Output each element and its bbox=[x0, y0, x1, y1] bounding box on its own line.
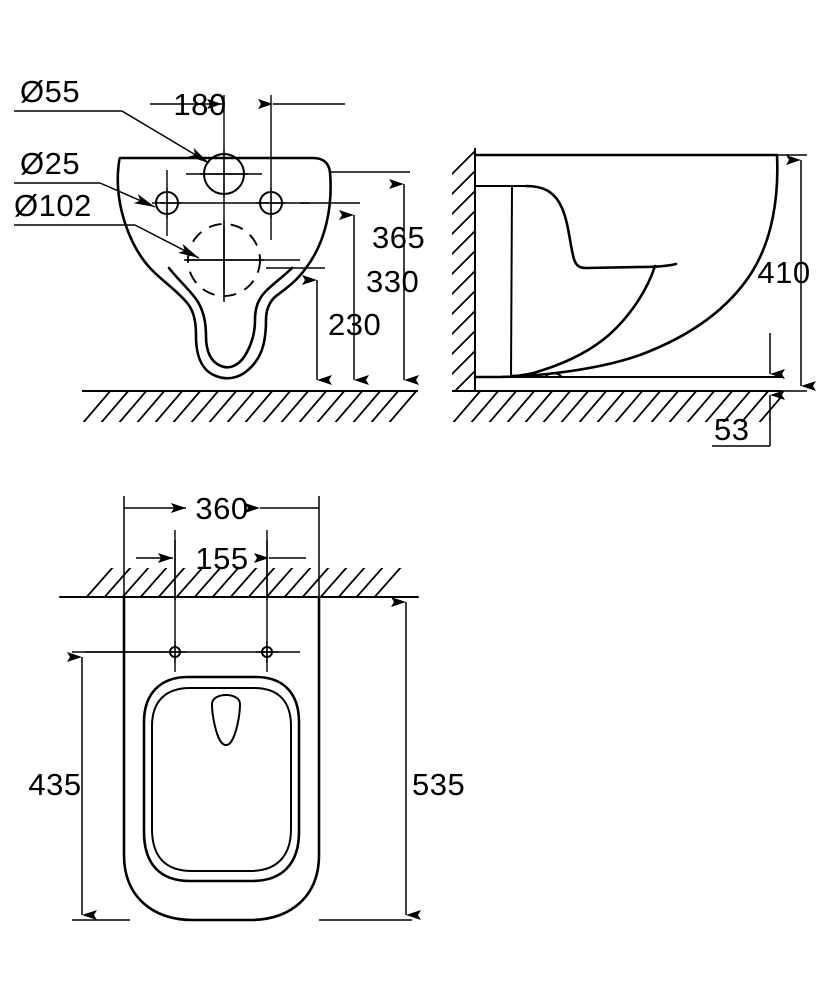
label-180: 180 bbox=[173, 87, 226, 122]
side-wall-hatching bbox=[452, 148, 476, 392]
front-dim-extension-lines bbox=[266, 171, 410, 269]
dim-365: 365 bbox=[372, 179, 425, 385]
front-centerlines bbox=[160, 95, 310, 300]
leader-dia-25: Ø25 bbox=[14, 146, 156, 208]
plan-dim-extension-lines bbox=[123, 496, 320, 600]
leader-dia-55: Ø55 bbox=[14, 74, 210, 164]
side-trap-profile bbox=[509, 264, 657, 378]
dim-360: 360 bbox=[124, 491, 319, 526]
dim-180: 180 bbox=[150, 87, 345, 122]
front-floor-hatching bbox=[82, 390, 418, 422]
side-pan-outline bbox=[473, 153, 779, 379]
label-535: 535 bbox=[412, 767, 465, 802]
label-410: 410 bbox=[757, 255, 810, 290]
dim-435: 435 bbox=[28, 651, 164, 921]
front-view: Ø55 Ø25 Ø102 180 230 bbox=[14, 74, 425, 422]
large-flush-hole bbox=[200, 150, 248, 198]
plan-pan-outline bbox=[122, 595, 321, 922]
plan-fixing-hole-left bbox=[164, 641, 186, 663]
side-floor-hatching bbox=[452, 390, 782, 422]
side-pan-back-line bbox=[510, 185, 513, 377]
front-bowl-inner-line bbox=[167, 266, 294, 369]
label-435: 435 bbox=[28, 767, 81, 802]
label-360: 360 bbox=[195, 491, 248, 526]
fixing-bolt-hole-right bbox=[256, 188, 286, 218]
plan-fixing-hole-right bbox=[256, 641, 278, 663]
plan-wall-hatching bbox=[84, 568, 414, 598]
dim-155: 155 bbox=[136, 541, 306, 576]
label-330: 330 bbox=[366, 264, 419, 299]
side-bowl-profile bbox=[524, 184, 678, 270]
label-365: 365 bbox=[372, 220, 425, 255]
label-dia-102: Ø102 bbox=[14, 188, 92, 223]
leader-dia-102: Ø102 bbox=[14, 188, 200, 259]
dim-535: 535 bbox=[319, 596, 465, 921]
plan-view: 360 155 435 535 bbox=[28, 491, 465, 922]
fixing-bolt-hole-left bbox=[152, 188, 182, 218]
label-53: 53 bbox=[714, 412, 749, 447]
plan-hole-centerlines bbox=[86, 530, 300, 672]
front-pan-outline bbox=[116, 156, 332, 380]
side-foot-bump bbox=[545, 372, 562, 377]
dim-410: 410 bbox=[757, 154, 816, 392]
side-view: 410 53 bbox=[452, 148, 816, 447]
dim-53: 53 bbox=[712, 333, 785, 447]
plan-flush-inlet bbox=[211, 694, 241, 746]
plan-rim-outer bbox=[142, 675, 301, 883]
plan-rim-inner bbox=[151, 687, 292, 872]
label-155: 155 bbox=[195, 541, 248, 576]
waste-outlet-hole bbox=[184, 220, 264, 302]
label-dia-55: Ø55 bbox=[20, 74, 80, 109]
label-dia-25: Ø25 bbox=[20, 146, 80, 181]
